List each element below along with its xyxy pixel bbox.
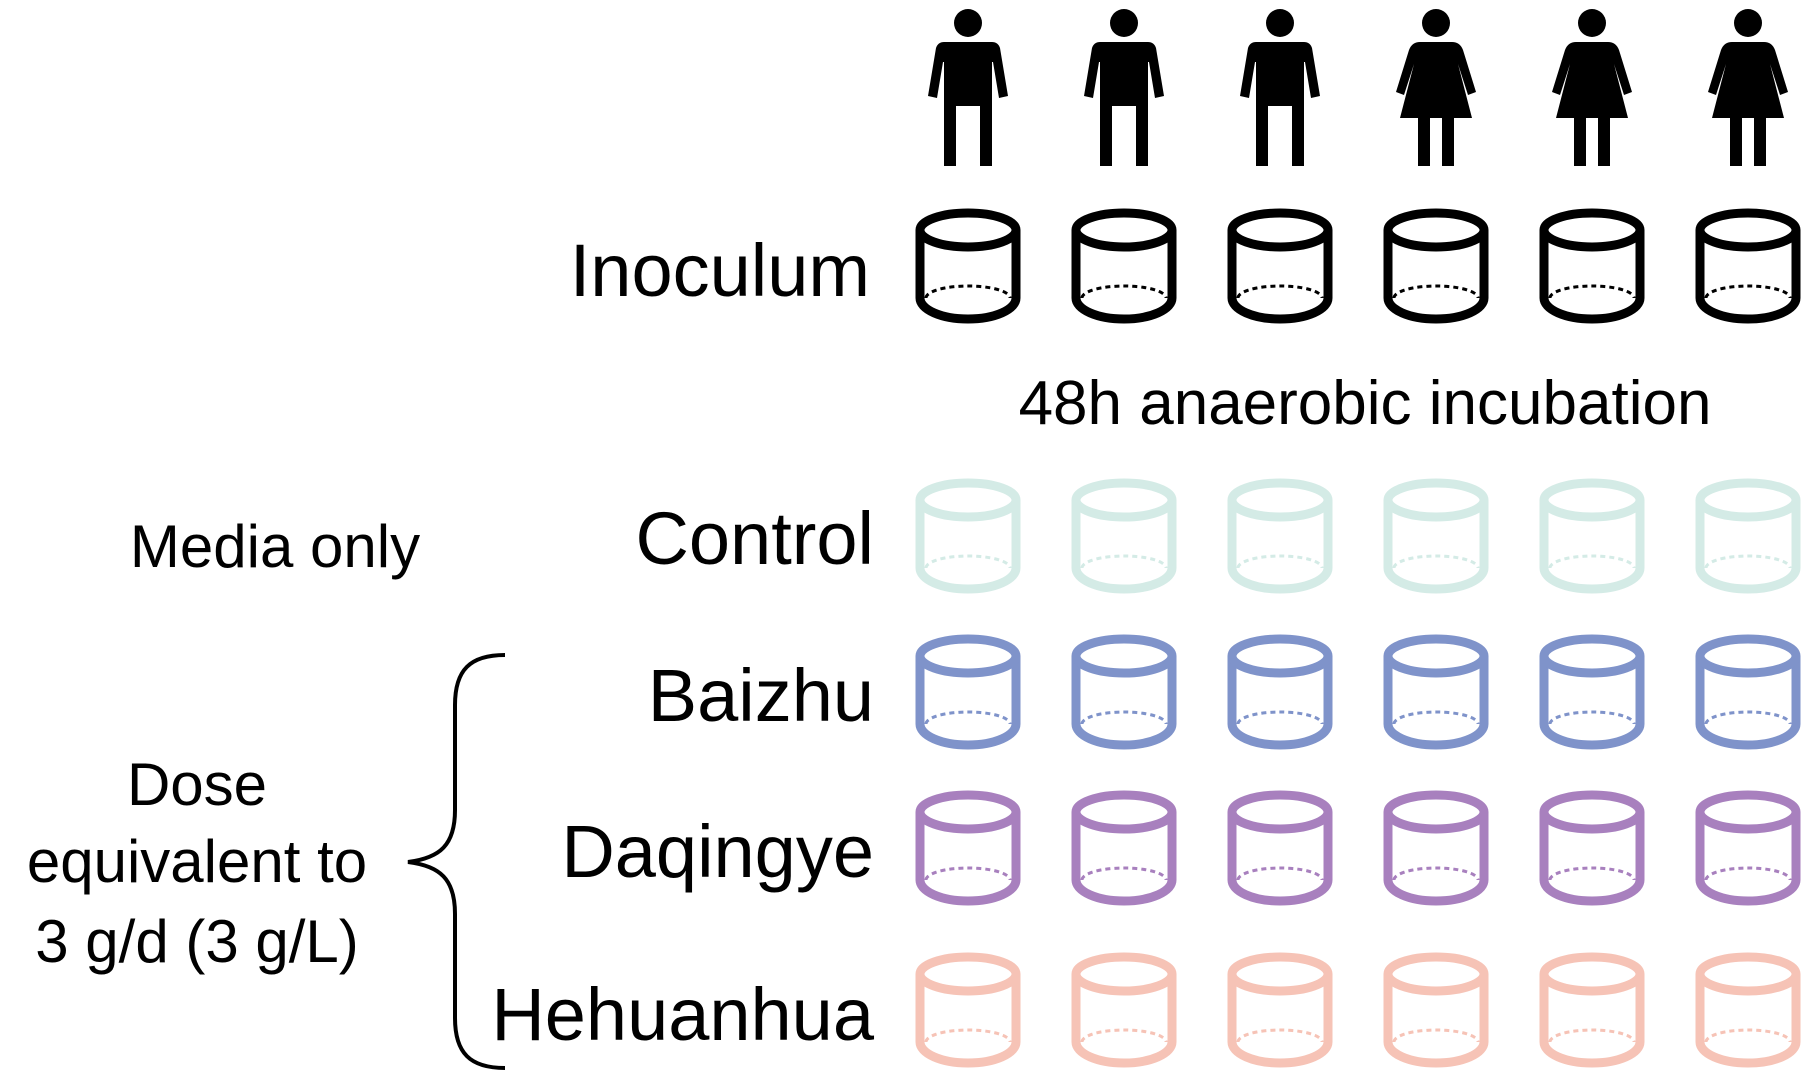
male-person-icon bbox=[1084, 9, 1164, 166]
media-only-note: Media only bbox=[130, 513, 420, 580]
dose-group-brace bbox=[407, 653, 506, 1070]
jar-icon bbox=[1383, 478, 1489, 594]
jar-icon bbox=[1071, 952, 1177, 1068]
jar-icon bbox=[915, 634, 1021, 750]
row-label-control: Control bbox=[635, 497, 874, 580]
dose-note-line-3: 3 g/d (3 g/L) bbox=[35, 908, 359, 975]
jar-icon bbox=[1227, 208, 1333, 324]
female-person-icon bbox=[1708, 9, 1788, 166]
culture-vessel-grid bbox=[915, 208, 1801, 1068]
jar-icon bbox=[1071, 790, 1177, 906]
jar-icon bbox=[1227, 634, 1333, 750]
jar-icon bbox=[1227, 478, 1333, 594]
jar-icon bbox=[1695, 952, 1801, 1068]
jar-icon bbox=[1383, 952, 1489, 1068]
row-label-daqingye: Daqingye bbox=[561, 810, 874, 893]
jar-icon bbox=[1695, 634, 1801, 750]
jar-icon bbox=[1695, 478, 1801, 594]
jar-icon bbox=[1071, 208, 1177, 324]
jar-icon bbox=[1383, 790, 1489, 906]
male-person-icon bbox=[928, 9, 1008, 166]
jar-icon bbox=[1695, 790, 1801, 906]
jar-icon bbox=[1227, 952, 1333, 1068]
jar-icon bbox=[915, 208, 1021, 324]
dose-note-line-2: equivalent to bbox=[27, 828, 367, 895]
dose-note-line-1: Dose bbox=[127, 751, 267, 818]
row-label-inoculum: Inoculum bbox=[570, 229, 870, 312]
jar-icon bbox=[915, 790, 1021, 906]
jar-icon bbox=[915, 478, 1021, 594]
jar-icon bbox=[1071, 634, 1177, 750]
jar-icon bbox=[1539, 634, 1645, 750]
jar-icon bbox=[1539, 478, 1645, 594]
jar-icon bbox=[1539, 208, 1645, 324]
jar-icon bbox=[1539, 952, 1645, 1068]
jar-icon bbox=[1227, 790, 1333, 906]
donor-icons bbox=[928, 9, 1788, 166]
row-label-hehuanhua: Hehuanhua bbox=[491, 973, 875, 1056]
jar-icon bbox=[1383, 634, 1489, 750]
incubation-label: 48h anaerobic incubation bbox=[1019, 369, 1712, 438]
female-person-icon bbox=[1552, 9, 1632, 166]
row-label-baizhu: Baizhu bbox=[648, 654, 874, 737]
jar-icon bbox=[1071, 478, 1177, 594]
female-person-icon bbox=[1396, 9, 1476, 166]
male-person-icon bbox=[1240, 9, 1320, 166]
jar-icon bbox=[1383, 208, 1489, 324]
jar-icon bbox=[1539, 790, 1645, 906]
jar-icon bbox=[1695, 208, 1801, 324]
jar-icon bbox=[915, 952, 1021, 1068]
